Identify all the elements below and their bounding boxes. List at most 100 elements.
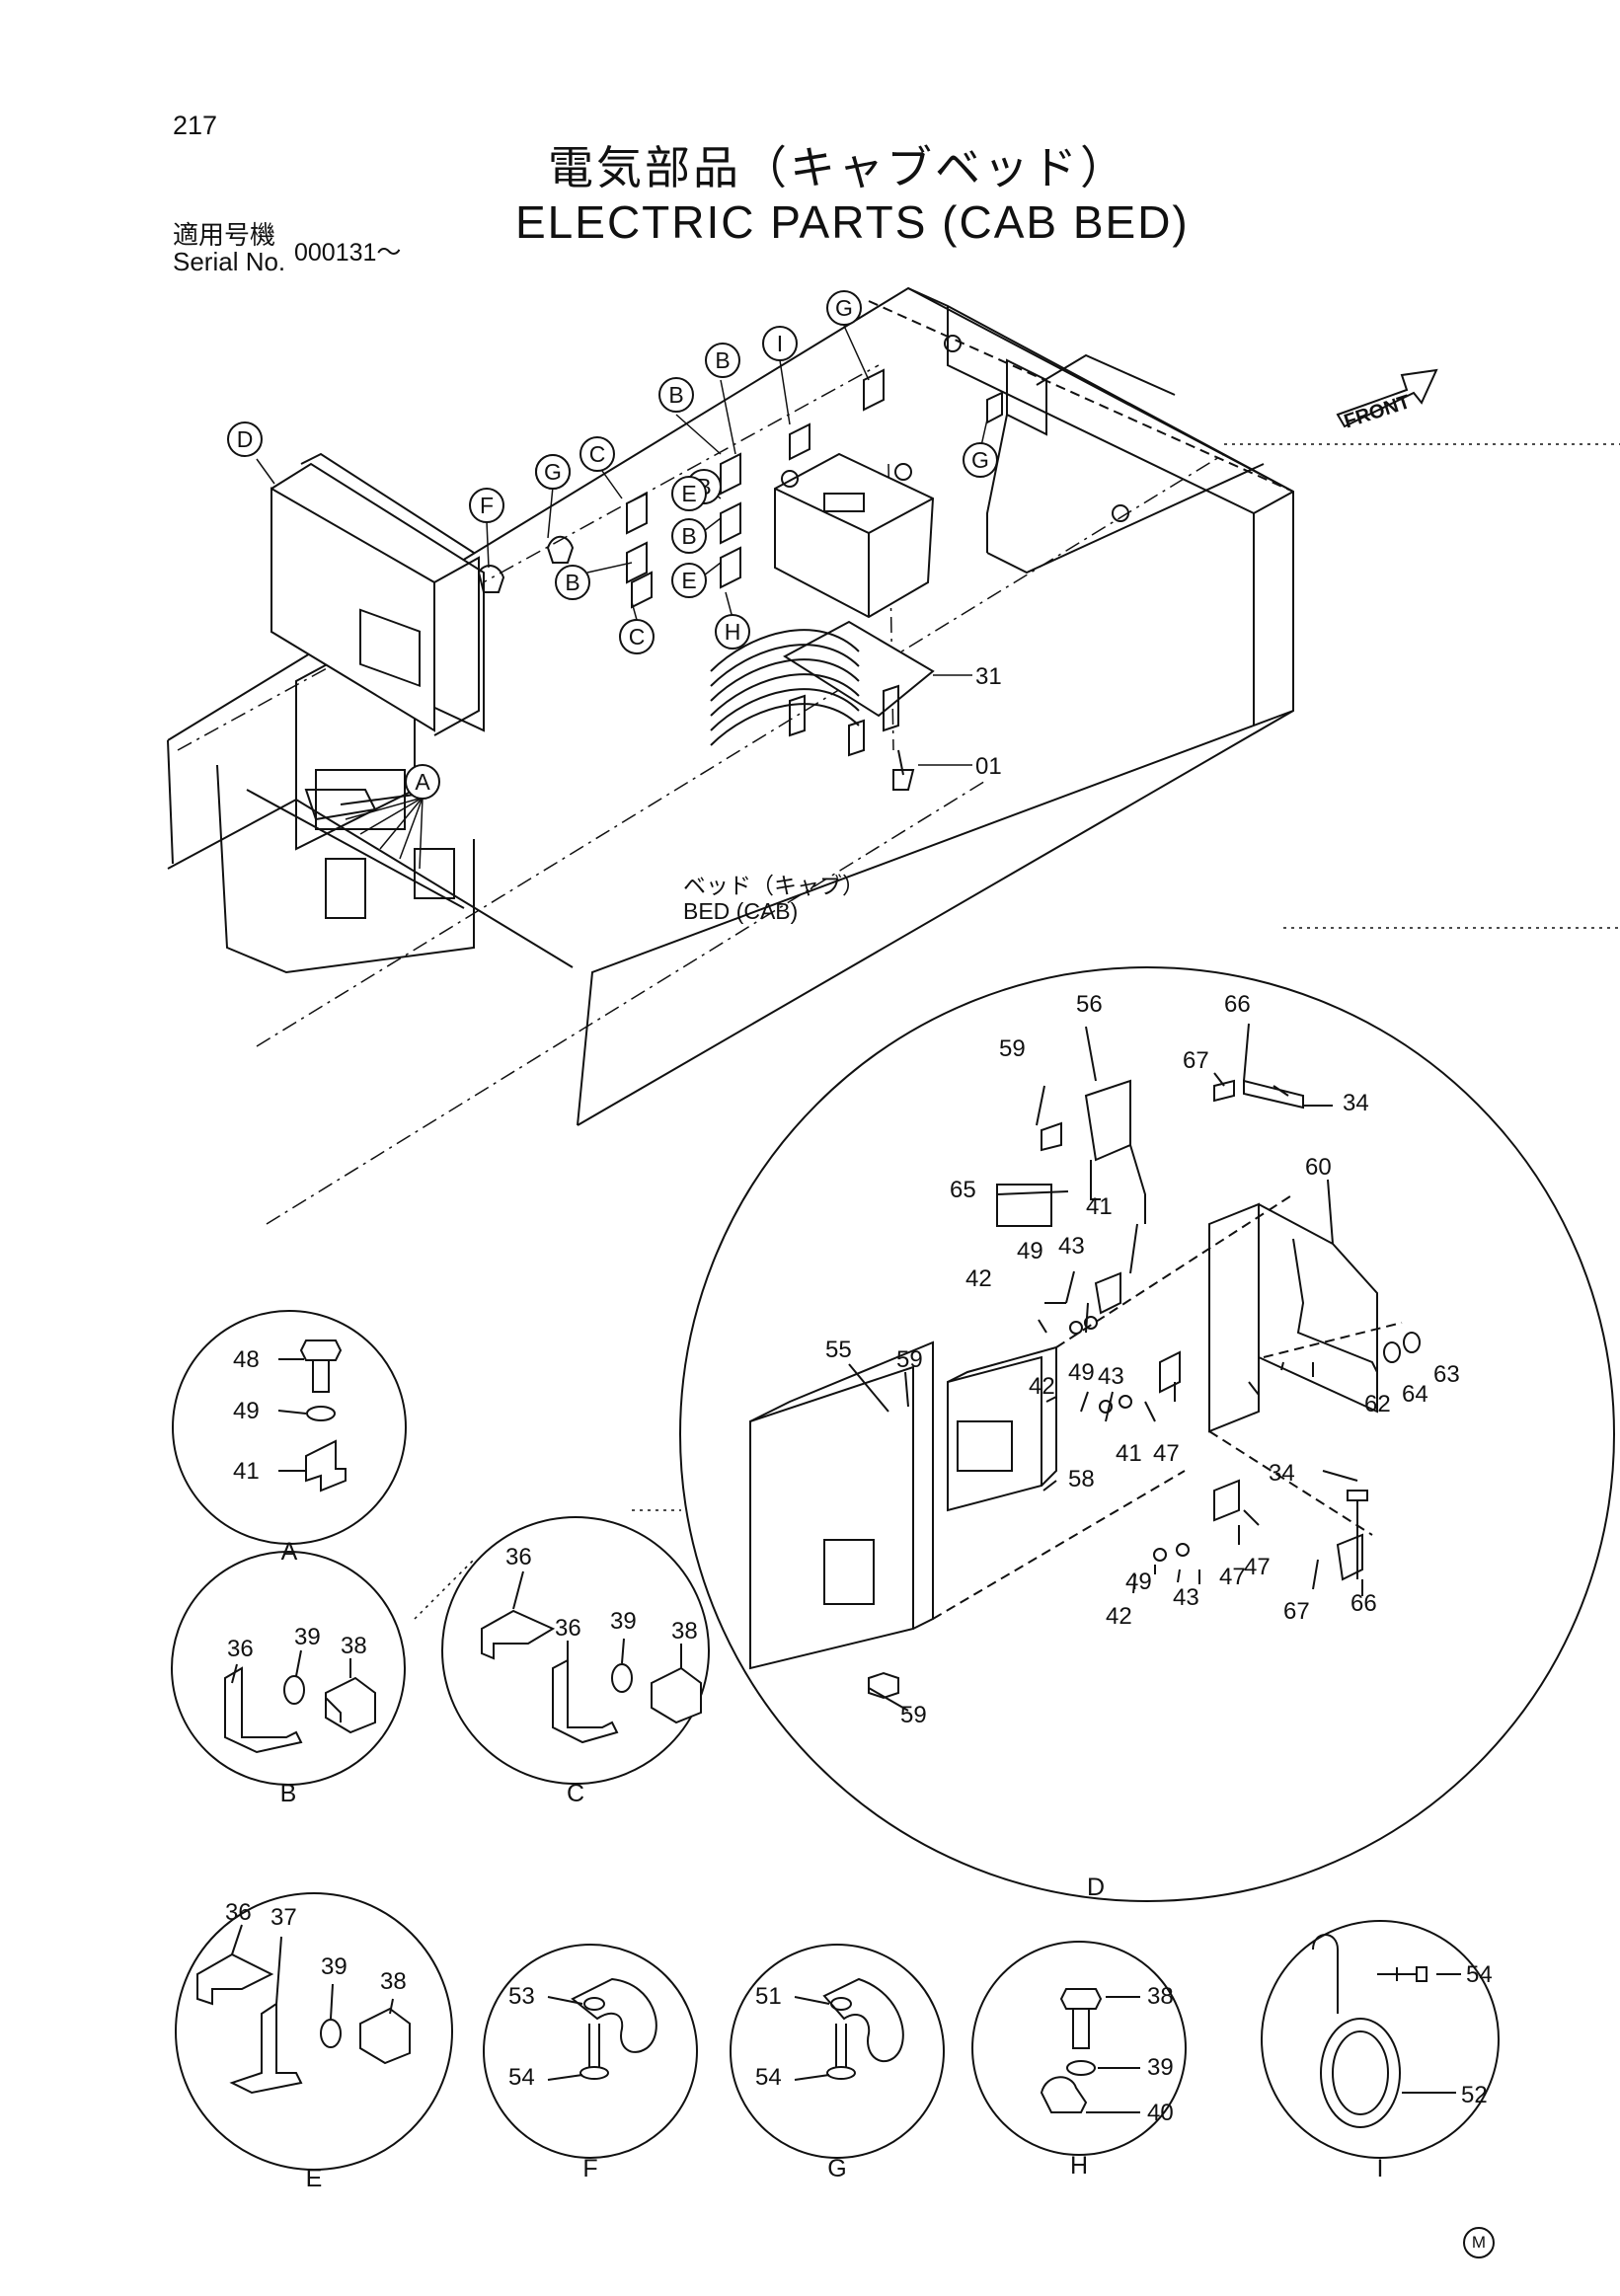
page-title: ELECTRIC PARTS (CAB BED): [515, 196, 1190, 248]
part-number-label: 51: [755, 1983, 782, 2010]
part-number-label: 38: [380, 1968, 407, 1995]
callout-letter: G: [544, 459, 562, 485]
detail-view-letter: B: [280, 1780, 297, 1807]
detail-d-parts: [749, 1023, 1421, 1712]
page-number: 217: [173, 111, 218, 140]
detail-circle-b: [171, 1551, 406, 1786]
callout-letter: B: [565, 570, 579, 595]
callout-b: B: [658, 377, 694, 413]
callout-letter: G: [971, 447, 989, 473]
detail-view-letter: F: [582, 2155, 597, 2182]
bed-label-japanese: ベッド（キャブ）: [683, 874, 865, 899]
part-number-label: 36: [227, 1636, 254, 1662]
serial-value: 000131～: [294, 239, 402, 267]
detail-circle-c: [441, 1516, 710, 1785]
part-number-label: 59: [999, 1035, 1026, 1062]
part-number-label: 34: [1343, 1090, 1369, 1116]
part-number-label: 39: [610, 1608, 637, 1635]
part-number-label: 49: [233, 1398, 260, 1424]
part-number-label: 42: [965, 1265, 992, 1292]
cab-bed-frame: [167, 286, 1294, 1126]
callout-d: D: [227, 421, 263, 457]
part-number-label: 58: [1068, 1466, 1095, 1492]
callout-letter: B: [681, 523, 696, 549]
callout-c: C: [579, 436, 615, 472]
part-number-label: 36: [505, 1544, 532, 1570]
detail-view-letter: G: [827, 2155, 846, 2182]
callout-letter: H: [725, 619, 741, 645]
relay-block: [710, 620, 935, 791]
detail-view-letter: H: [1070, 2152, 1088, 2180]
part-number-label: 34: [1269, 1460, 1295, 1487]
callout-letter: D: [237, 426, 254, 452]
callout-letter: E: [681, 481, 696, 506]
part-number-label: 49: [1017, 1238, 1043, 1264]
part-number-label: 43: [1058, 1233, 1085, 1260]
part-number-label: 47: [1244, 1554, 1271, 1580]
part-number-label: 39: [321, 1953, 347, 1980]
part-number-label: 41: [1086, 1193, 1113, 1220]
callout-e: E: [671, 476, 707, 511]
part-number-label: 64: [1402, 1381, 1428, 1408]
part-number-label: 54: [508, 2064, 535, 2091]
part-number-label: 49: [1068, 1359, 1095, 1386]
detail-view-letter: I: [1377, 2155, 1384, 2182]
callout-group: GIBBBGCGFDEBEBCHAG: [227, 290, 998, 800]
part-number-label: 62: [1364, 1391, 1391, 1417]
detail-g-parts: [794, 1977, 904, 2081]
callout-letter: E: [681, 568, 696, 593]
part-number-label: 37: [270, 1904, 297, 1931]
callout-b: B: [555, 565, 590, 600]
detail-f-parts: [547, 1977, 657, 2081]
corner-mark: M: [1463, 2227, 1495, 2258]
part-number-label: 47: [1153, 1440, 1180, 1467]
serial-label: Serial No.: [173, 247, 286, 276]
detail-circle-g: [730, 1944, 945, 2159]
detail-circle-a: [172, 1310, 407, 1545]
callout-letter: A: [415, 769, 430, 795]
part-number-label: 39: [1147, 2054, 1174, 2081]
callout-letter: I: [777, 331, 783, 356]
part-number-label: 49: [1125, 1569, 1152, 1595]
part-number-label: 47: [1219, 1564, 1246, 1590]
callout-g: G: [535, 454, 571, 490]
front-label: FRONT: [1342, 391, 1413, 432]
part-number-label: 42: [1029, 1373, 1055, 1400]
callout-b: B: [671, 518, 707, 554]
serial-label-japanese: 適用号機: [173, 221, 276, 251]
callout-letter: G: [835, 295, 853, 321]
part-number-label: 36: [555, 1615, 581, 1642]
detail-e-parts: [196, 1924, 411, 2095]
part-number-label: 41: [1116, 1440, 1142, 1467]
callout-e: E: [671, 563, 707, 598]
callout-letter: C: [629, 624, 646, 650]
detail-circle-d: [679, 966, 1615, 1902]
callout-a: A: [405, 764, 440, 800]
part-number-label: 31: [975, 663, 1002, 690]
part-number-label: 52: [1461, 2082, 1488, 2108]
callout-letter: B: [715, 347, 730, 373]
part-number-label: 53: [508, 1983, 535, 2010]
part-number-label: 36: [225, 1899, 252, 1926]
detail-circle-h: [971, 1941, 1187, 2156]
callout-g: G: [826, 290, 862, 326]
callout-i: I: [762, 326, 798, 361]
detail-h-parts: [1040, 1988, 1140, 2113]
part-number-label: 63: [1433, 1361, 1460, 1388]
part-number-label: 59: [896, 1346, 923, 1373]
part-number-label: 54: [1466, 1961, 1493, 1988]
main-brackets: [304, 368, 1003, 821]
part-number-label: 38: [1147, 1983, 1174, 2010]
front-arrow-icon: [1336, 368, 1438, 428]
battery: [774, 452, 935, 619]
part-number-label: 38: [341, 1633, 367, 1659]
detail-circle-f: [483, 1944, 698, 2159]
part-number-label: 42: [1106, 1603, 1132, 1630]
detail-c-parts: [481, 1570, 702, 1744]
detail-view-letter: A: [281, 1538, 298, 1566]
part-number-label: 41: [233, 1458, 260, 1485]
callout-g: G: [963, 442, 998, 478]
detail-a-parts: [277, 1339, 347, 1492]
